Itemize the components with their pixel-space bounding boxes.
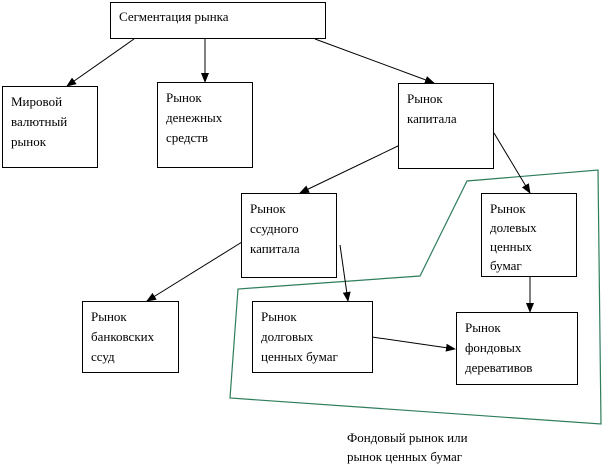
node-label-line: Рынок bbox=[465, 320, 501, 335]
node-label-line: Рынок bbox=[166, 90, 202, 105]
node-equity-securities-market: Рынок долевых ценных бумаг bbox=[481, 193, 577, 277]
node-label-line: Рынок bbox=[407, 91, 443, 106]
node-label-line: денежных bbox=[166, 110, 223, 125]
node-label-line: деревативов bbox=[465, 360, 533, 375]
arrow-loan-capital-to-bank-loans bbox=[146, 241, 243, 302]
node-world-currency-market: Мировой валютный рынок bbox=[2, 86, 98, 168]
arrow-root-to-currency bbox=[66, 38, 135, 87]
node-label-line: долевых bbox=[490, 220, 537, 235]
node-label-line: Рынок bbox=[250, 201, 286, 216]
node-label-line: Рынок bbox=[261, 309, 297, 324]
arrow-root-to-capital bbox=[314, 38, 435, 84]
node-label-line: Мировой bbox=[11, 94, 63, 109]
stock-market-region-outline bbox=[229, 169, 602, 425]
arrow-loan-capital-to-debt bbox=[339, 244, 351, 302]
node-stock-derivatives-market: Рынок фондовых деревативов bbox=[456, 312, 578, 385]
node-label-line: ценных бумаг bbox=[261, 349, 338, 364]
node-label-line: ссудного bbox=[250, 221, 299, 236]
node-money-market: Рынок денежных средств bbox=[157, 82, 253, 168]
node-label-line: Сегментация рынка bbox=[119, 9, 229, 24]
node-label-line: валютный bbox=[11, 114, 68, 129]
node-label-line: фондовых bbox=[465, 340, 522, 355]
node-label-line: банковских bbox=[91, 329, 155, 344]
arrow-capital-to-equity bbox=[493, 132, 531, 194]
node-label-line: Рынок bbox=[490, 201, 526, 216]
caption-line: Фондовый рынок или bbox=[347, 430, 468, 445]
node-capital-market: Рынок капитала bbox=[398, 83, 494, 169]
node-label-line: бумаг bbox=[490, 258, 522, 273]
caption-line: рынок ценных бумаг bbox=[347, 449, 463, 464]
node-debt-securities-market: Рынок долговых ценных бумаг bbox=[252, 301, 373, 373]
arrow-capital-to-loan-capital bbox=[299, 144, 401, 194]
node-label-line: ценных bbox=[490, 239, 532, 254]
node-label-line: долговых bbox=[261, 329, 314, 344]
node-market-segmentation: Сегментация рынка bbox=[110, 2, 326, 39]
node-label-line: ссуд bbox=[91, 349, 115, 364]
node-label-line: Рынок bbox=[91, 309, 127, 324]
node-label-line: капитала bbox=[250, 241, 300, 256]
node-label-line: средств bbox=[166, 130, 209, 145]
node-label-line: капитала bbox=[407, 111, 457, 126]
node-bank-loans-market: Рынок банковских ссуд bbox=[82, 301, 179, 373]
arrow-debt-to-derivatives bbox=[371, 336, 456, 352]
node-loan-capital-market: Рынок ссудного капитала bbox=[241, 193, 337, 278]
node-label-line: рынок bbox=[11, 134, 47, 149]
stock-market-caption: Фондовый рынок или рынок ценных бумаг bbox=[347, 428, 468, 466]
